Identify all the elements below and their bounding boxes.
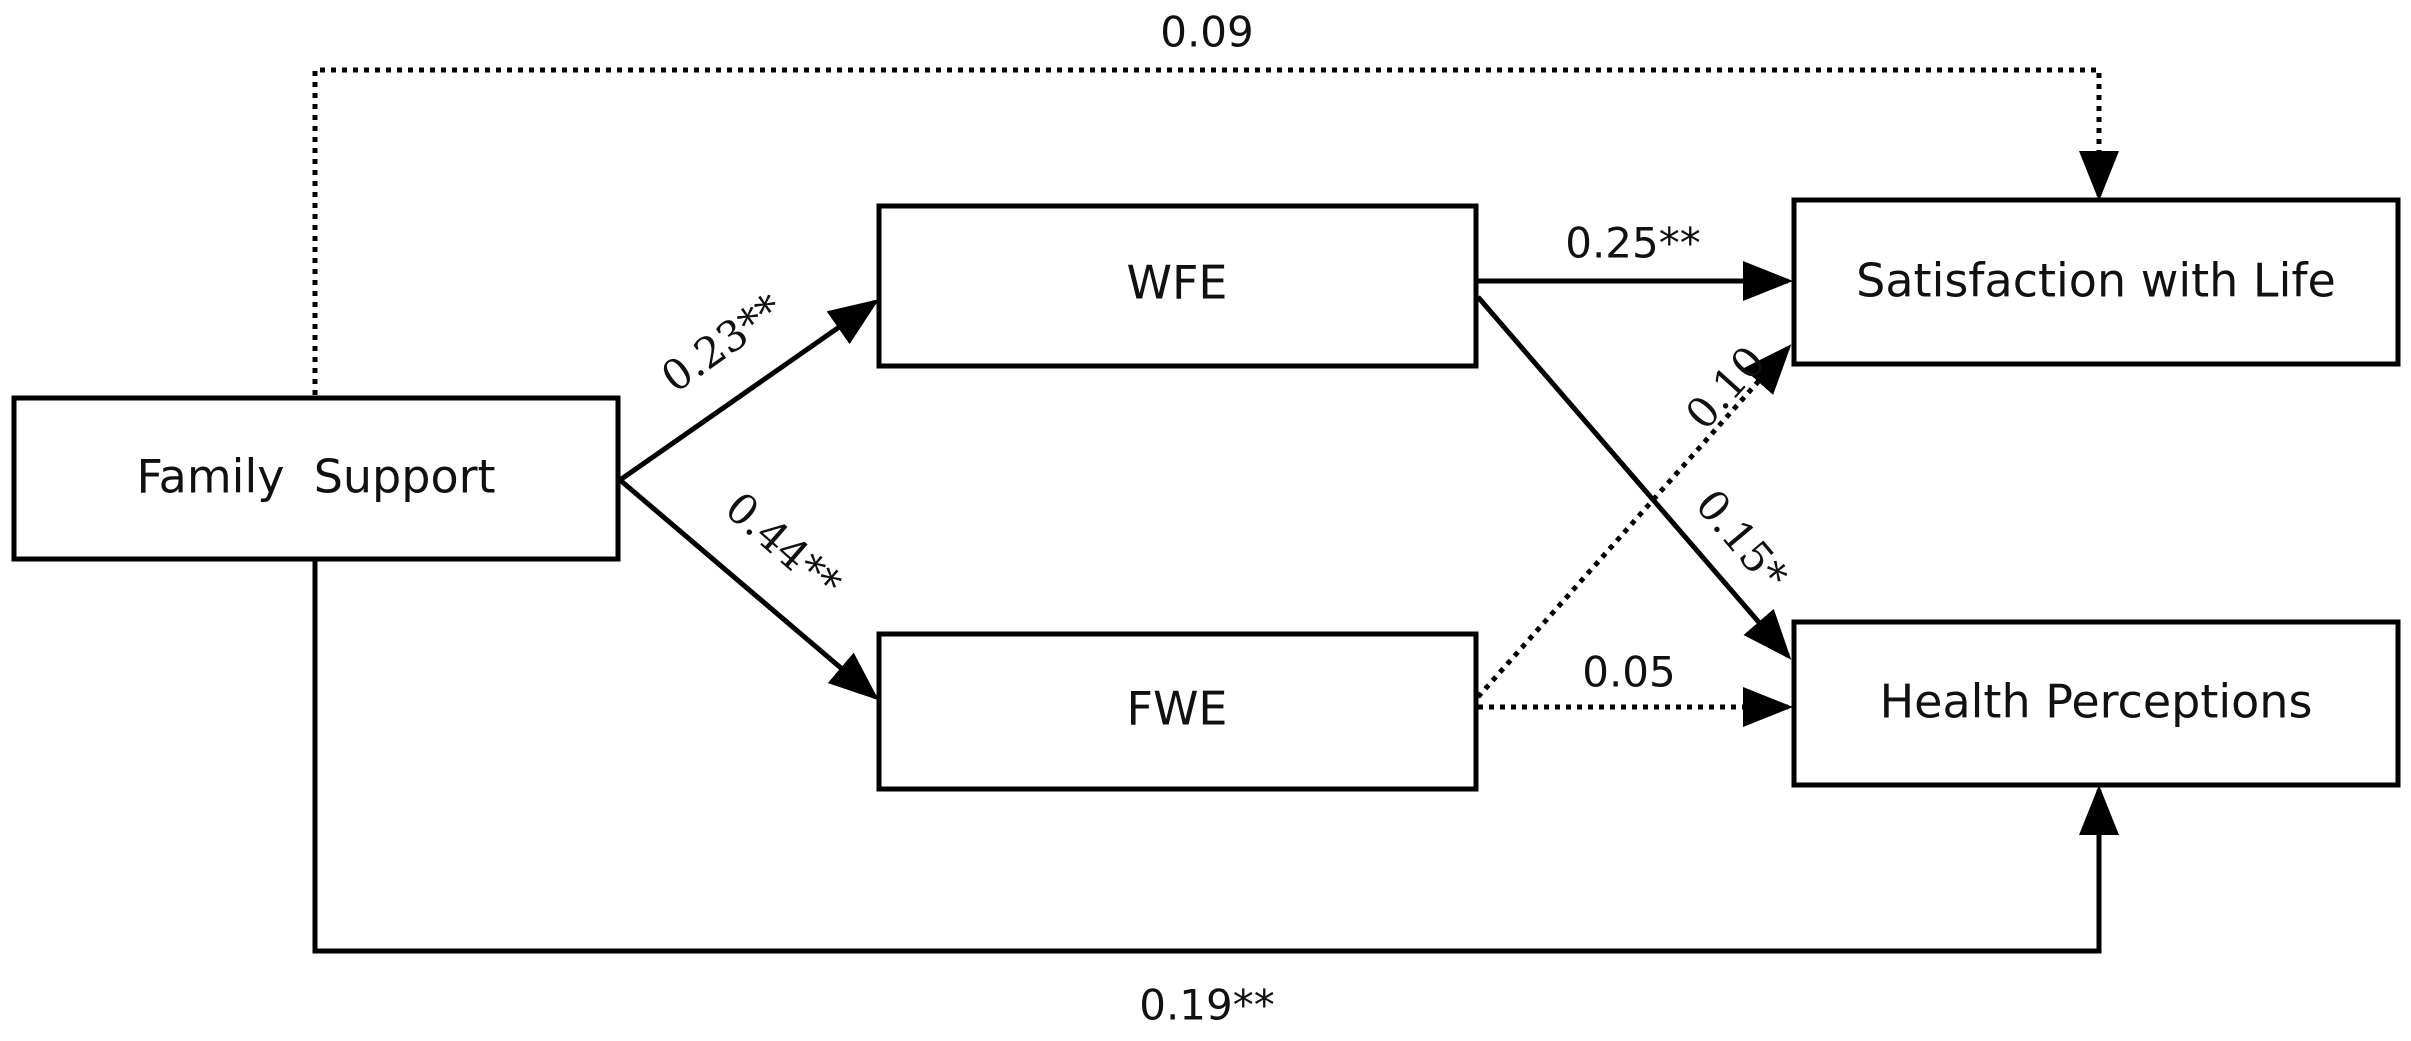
node-fwe: FWE xyxy=(876,631,1479,792)
node-family-support-label: Family Support xyxy=(136,450,495,504)
coef-wfe-to-satisfaction: 0.25** xyxy=(1565,219,1701,268)
node-wfe-label: WFE xyxy=(1126,256,1227,310)
node-health-label: Health Perceptions xyxy=(1880,675,2313,729)
edge-family-support-to-health xyxy=(312,560,2119,954)
node-fwe-label: FWE xyxy=(1126,682,1227,736)
coef-wfe-to-health: 0.15* xyxy=(1686,480,1797,599)
node-satisfaction-with-life: Satisfaction with Life xyxy=(1791,197,2401,367)
coef-family-support-to-satisfaction: 0.09 xyxy=(1160,8,1254,57)
node-family-support: Family Support xyxy=(11,395,621,562)
edge-wfe-to-health xyxy=(1476,295,1792,660)
node-health-perceptions: Health Perceptions xyxy=(1791,619,2401,788)
edge-family-support-to-satisfaction xyxy=(312,67,2119,395)
coef-fwe-to-satisfaction: 0.10 xyxy=(1676,337,1775,439)
coef-family-support-to-health: 0.19** xyxy=(1139,981,1275,1030)
node-satisfaction-label: Satisfaction with Life xyxy=(1856,254,2336,308)
node-wfe: WFE xyxy=(876,203,1479,369)
edge-fwe-to-satisfaction xyxy=(1476,344,1792,699)
edge-family-support-to-wfe xyxy=(618,299,880,483)
coef-fwe-to-health: 0.05 xyxy=(1582,648,1676,697)
coef-family-support-to-wfe: 0.23** xyxy=(652,284,791,402)
coef-family-support-to-fwe: 0.44** xyxy=(716,482,850,608)
edge-family-support-to-fwe xyxy=(618,478,879,701)
